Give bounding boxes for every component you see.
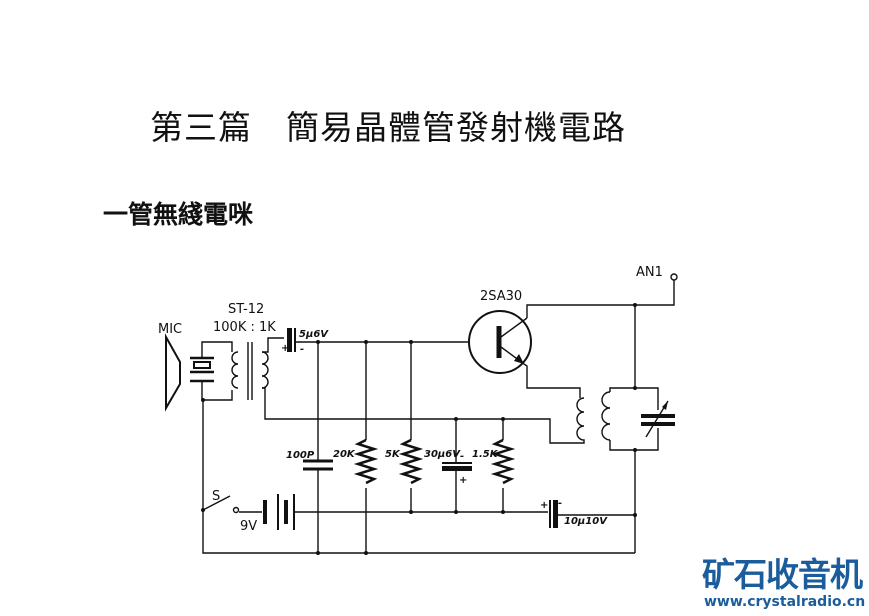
antenna-terminal [670, 273, 678, 281]
transistor-label: 2SA30 [480, 289, 522, 304]
resistor-5k [398, 438, 424, 485]
capacitor-100p [303, 459, 333, 471]
switch [202, 495, 231, 511]
plus-sign: + [281, 343, 289, 354]
junction-dots [201, 303, 637, 555]
transistor-2sa30 [468, 310, 532, 374]
res-5k-label: 5K [385, 449, 401, 460]
section-heading: 一管無綫電咪 [103, 200, 254, 229]
minus-sign: - [460, 451, 464, 462]
output-transformer [575, 391, 611, 444]
cap-100p-label: 100P [286, 450, 315, 461]
variable-capacitor [641, 400, 675, 438]
transformer-ratio-label: 100K : 1K [213, 320, 276, 335]
resistor-20k [353, 438, 379, 485]
battery-9v [263, 494, 295, 530]
cap-5u-label: 5µ6V [299, 329, 329, 340]
transformer-st12 [231, 342, 269, 400]
antenna-label: AN1 [636, 265, 663, 280]
capacitor-10u10v [549, 500, 558, 528]
minus-sign: - [300, 344, 304, 355]
minus-sign: - [558, 498, 562, 509]
capacitor-5u6v [287, 328, 296, 352]
transformer-model-label: ST-12 [228, 302, 264, 317]
battery-label: 9V [240, 519, 257, 534]
watermark-url: www.crystalradio.cn [704, 594, 866, 610]
watermark-logo: 矿石收音机 [702, 555, 863, 594]
resistor-1k5 [490, 438, 516, 485]
cap-10u-label: 10µ10V [564, 516, 608, 527]
cap-30u-label: 30µ6V [424, 449, 461, 460]
plus-sign: + [540, 500, 548, 511]
res-1k5-label: 1.5K [472, 449, 499, 460]
plus-sign: + [459, 475, 467, 486]
capacitor-30u6v [442, 462, 472, 471]
page-title: 第三篇 簡易晶體管發射機電路 [150, 108, 626, 147]
microphone-symbol [165, 333, 214, 412]
mic-label: MIC [158, 322, 182, 337]
res-20k-label: 20K [333, 449, 356, 460]
switch-label: S [212, 489, 220, 504]
